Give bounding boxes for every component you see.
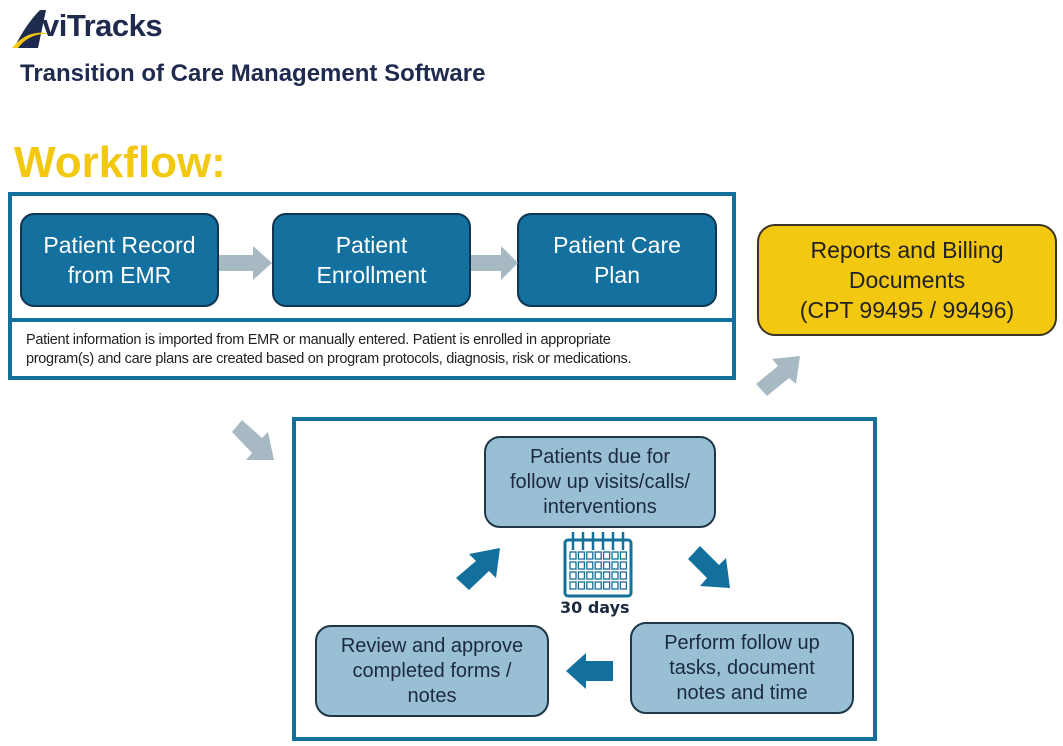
step-label: Review and approve <box>340 634 524 657</box>
arrow-down-right-icon <box>232 420 274 460</box>
step-label: Enrollment <box>316 262 427 288</box>
step-label: Plan <box>593 262 641 288</box>
step-label: completed forms / <box>352 659 512 682</box>
step-label: Patient <box>335 232 408 258</box>
calendar-day-cell <box>602 561 611 570</box>
calendar-day-cell <box>602 551 611 560</box>
calendar-day-cell <box>586 561 594 570</box>
arrow-right-icon <box>471 246 518 280</box>
calendar-day-cell <box>611 551 619 560</box>
calendar-day-cell <box>586 551 594 560</box>
step-label: follow up visits/calls/ <box>509 470 691 493</box>
calendar-day-cell <box>619 561 628 570</box>
step-label: Patient Record <box>43 232 196 258</box>
reports-label: Documents <box>848 267 966 293</box>
step-label: notes and time <box>676 681 808 704</box>
step-label: notes <box>407 684 457 707</box>
arrow-up-right-icon <box>756 356 800 396</box>
step-label: interventions <box>543 495 657 518</box>
calendar-day-cell <box>594 551 602 560</box>
logo-text: viTracks <box>42 8 163 43</box>
arrow-right-icon <box>219 246 272 280</box>
calendar-day-cell <box>602 581 611 590</box>
arrow-left-icon <box>566 653 613 689</box>
calendar-day-cell <box>611 571 619 580</box>
arrow-up-right-icon <box>456 548 500 590</box>
calendar-day-cell <box>602 571 611 580</box>
step-label: Patients due for <box>529 445 671 468</box>
calendar-day-cell <box>586 571 594 580</box>
calendar-day-cell <box>577 581 586 590</box>
reports-label: Reports and Billing <box>810 237 1004 263</box>
calendar-day-cell <box>619 571 628 580</box>
calendar-day-cell <box>569 561 577 570</box>
intake-divider <box>8 318 736 322</box>
calendar-day-cell <box>577 561 586 570</box>
page-subtitle: Transition of Care Management Software <box>20 60 486 87</box>
step-label: from EMR <box>67 262 172 288</box>
calendar-day-cell <box>569 571 577 580</box>
calendar-day-cell <box>594 571 602 580</box>
calendar-day-cell <box>594 581 602 590</box>
step-label: Perform follow up <box>664 631 820 654</box>
calendar-day-cell <box>619 581 628 590</box>
calendar-icon <box>563 532 633 598</box>
step-label: tasks, document <box>669 656 815 679</box>
calendar-day-cell <box>577 571 586 580</box>
intake-description: Patient information is imported from EMR… <box>26 331 726 369</box>
description-line: program(s) and care plans are created ba… <box>26 351 632 367</box>
period-label: 30 days <box>560 598 630 617</box>
cpt-codes-label: (CPT 99495 / 99496) <box>799 297 1015 323</box>
logo-mark-icon <box>12 10 52 48</box>
step-label: Patient Care <box>553 232 681 258</box>
calendar-day-cell <box>619 551 628 560</box>
calendar-day-cell <box>569 551 577 560</box>
arrow-down-right-icon <box>688 546 730 588</box>
description-line: Patient information is imported from EMR… <box>26 332 611 348</box>
calendar-day-cell <box>586 581 594 590</box>
calendar-day-cell <box>594 561 602 570</box>
workflow-title: Workflow: <box>14 138 226 187</box>
calendar-day-cell <box>611 581 619 590</box>
calendar-day-cell <box>577 551 586 560</box>
avitracks-logo: viTracks <box>12 4 192 52</box>
calendar-day-cell <box>569 581 577 590</box>
calendar-day-cell <box>611 561 619 570</box>
step-patient-record: Patient Record from EMR <box>20 213 219 307</box>
